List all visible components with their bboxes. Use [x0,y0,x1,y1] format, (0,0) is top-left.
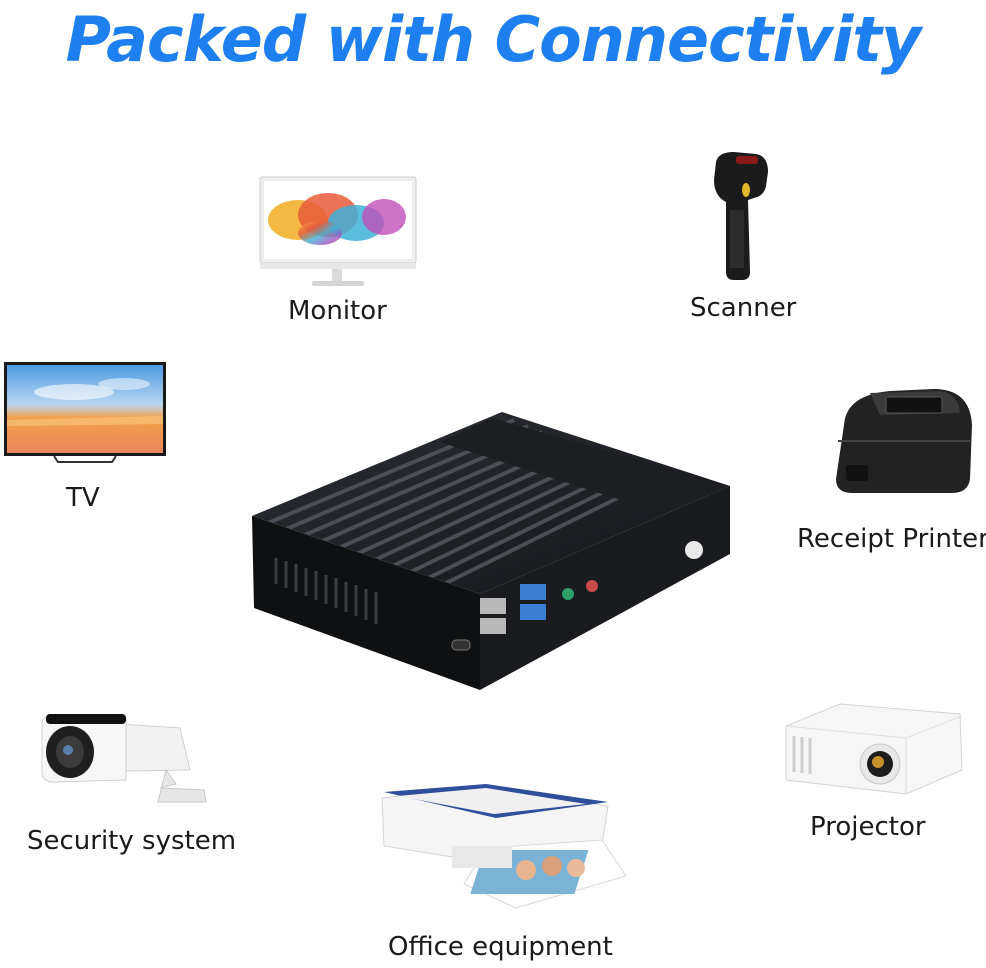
device-office-equipment [376,784,630,910]
label-projector: Projector [810,812,926,842]
label-security-system: Security system [27,826,237,856]
monitor-icon [259,176,417,286]
security-camera-icon [41,714,207,803]
projector-icon [785,703,963,795]
device-tv [4,362,166,468]
label-scanner: Scanner [690,293,797,323]
device-security-system [40,710,210,805]
tv-icon [4,362,166,463]
device-monitor [258,175,420,290]
page-title: Packed with Connectivity [65,3,922,76]
device-projector [780,700,964,796]
label-monitor: Monitor [288,296,387,326]
inkjet-printer-icon [381,784,627,909]
device-receipt-printer [830,385,976,497]
hub-mini-pc [244,408,744,698]
label-office-equipment: Office equipment [388,932,613,962]
label-tv: TV [66,483,100,513]
label-receipt-printer: Receipt Printer [797,524,986,554]
barcode-scanner-icon [714,152,768,280]
fanless-mini-pc-icon [252,412,730,690]
receipt-printer-icon [836,389,972,493]
device-scanner [708,150,778,282]
